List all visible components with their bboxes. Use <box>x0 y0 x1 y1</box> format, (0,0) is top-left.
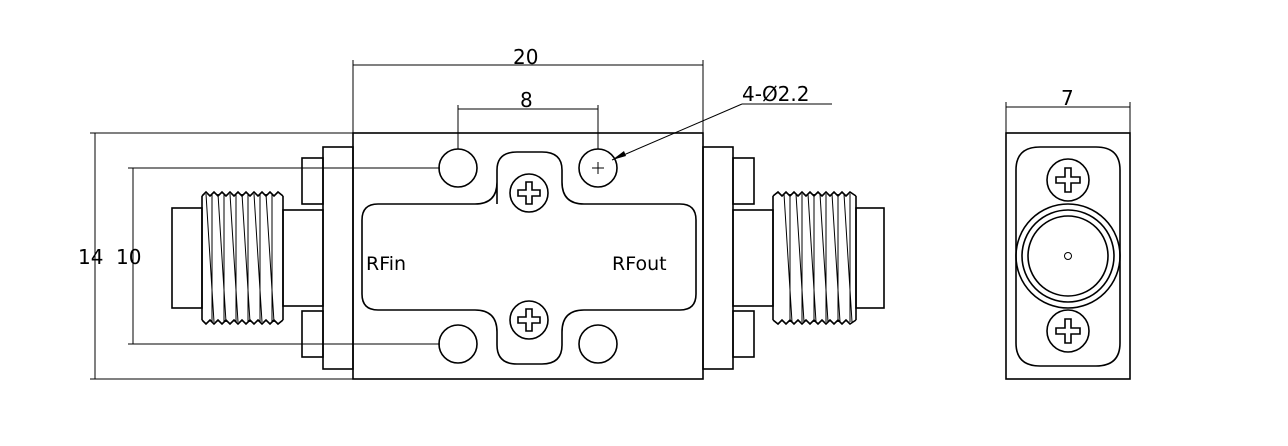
hole-callout: 4-Ø2.2 <box>611 82 832 161</box>
mounting-hole-bottom-left <box>438 324 478 364</box>
connector-face <box>1015 203 1121 309</box>
dimension-side-depth: 7 <box>1005 86 1131 133</box>
side-screw-bottom-icon <box>1046 309 1090 353</box>
screw-top-icon <box>509 173 549 213</box>
front-view: RFin RFout 20 8 4-Ø2.2 14 <box>78 45 885 380</box>
dimension-label-side-depth: 7 <box>1061 86 1074 110</box>
mounting-hole-top-left <box>438 148 478 188</box>
left-threaded-connector <box>171 190 284 326</box>
side-body-outline <box>1005 132 1131 380</box>
mounting-hole-bottom-right <box>578 324 618 364</box>
right-connector-neck <box>732 209 774 307</box>
dimension-hole-spacing: 8 <box>457 88 599 149</box>
dimension-body-height: 14 <box>78 132 353 380</box>
dimension-label-hole-callout: 4-Ø2.2 <box>742 82 810 106</box>
side-screw-top-icon <box>1046 158 1090 202</box>
dimension-label-hole-row-spacing: 10 <box>116 245 141 269</box>
left-connector-neck <box>282 209 324 307</box>
side-view: 7 <box>1005 86 1131 380</box>
left-flange <box>322 146 354 370</box>
port-label-input: RFin <box>366 253 406 275</box>
port-label-output: RFout <box>612 253 667 275</box>
side-recess <box>1015 146 1121 367</box>
right-flange <box>702 146 734 370</box>
dimension-label-hole-spacing: 8 <box>520 88 533 112</box>
screw-bottom-icon <box>509 300 549 340</box>
right-threaded-connector <box>772 190 885 326</box>
dimension-label-body-width: 20 <box>513 45 538 69</box>
center-cavity <box>361 151 697 365</box>
dimension-hole-row-spacing: 10 <box>116 167 440 345</box>
dimension-label-body-height: 14 <box>78 245 103 269</box>
